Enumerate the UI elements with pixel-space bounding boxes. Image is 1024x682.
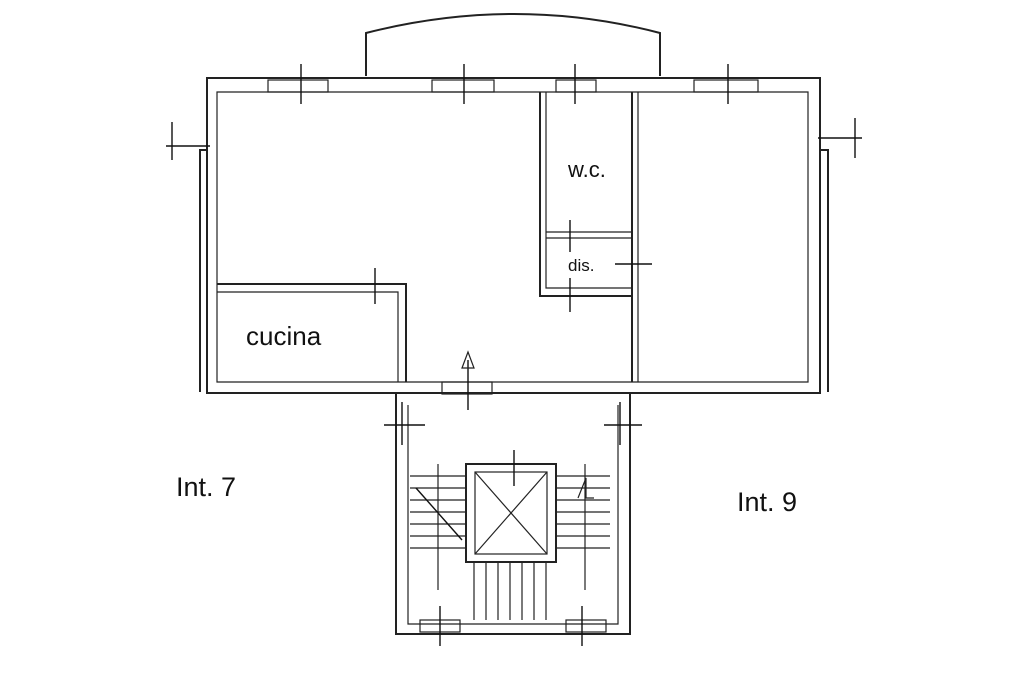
unit-label-right: Int. 9 xyxy=(737,487,797,517)
wc-block xyxy=(539,92,652,382)
top-windows xyxy=(267,79,759,93)
top-ticks xyxy=(300,64,729,104)
unit-label-left: Int. 7 xyxy=(176,472,236,502)
balcony xyxy=(365,13,661,76)
cucina-block xyxy=(217,268,407,382)
elevator-shaft xyxy=(465,450,557,563)
room-label-wc: w.c. xyxy=(567,157,606,182)
entry-door xyxy=(441,350,493,410)
outer-walls xyxy=(199,77,829,394)
room-label-dis: dis. xyxy=(568,256,594,275)
side-ticks xyxy=(166,118,862,160)
room-label-cucina: cucina xyxy=(246,321,322,351)
stairwell xyxy=(384,393,642,646)
